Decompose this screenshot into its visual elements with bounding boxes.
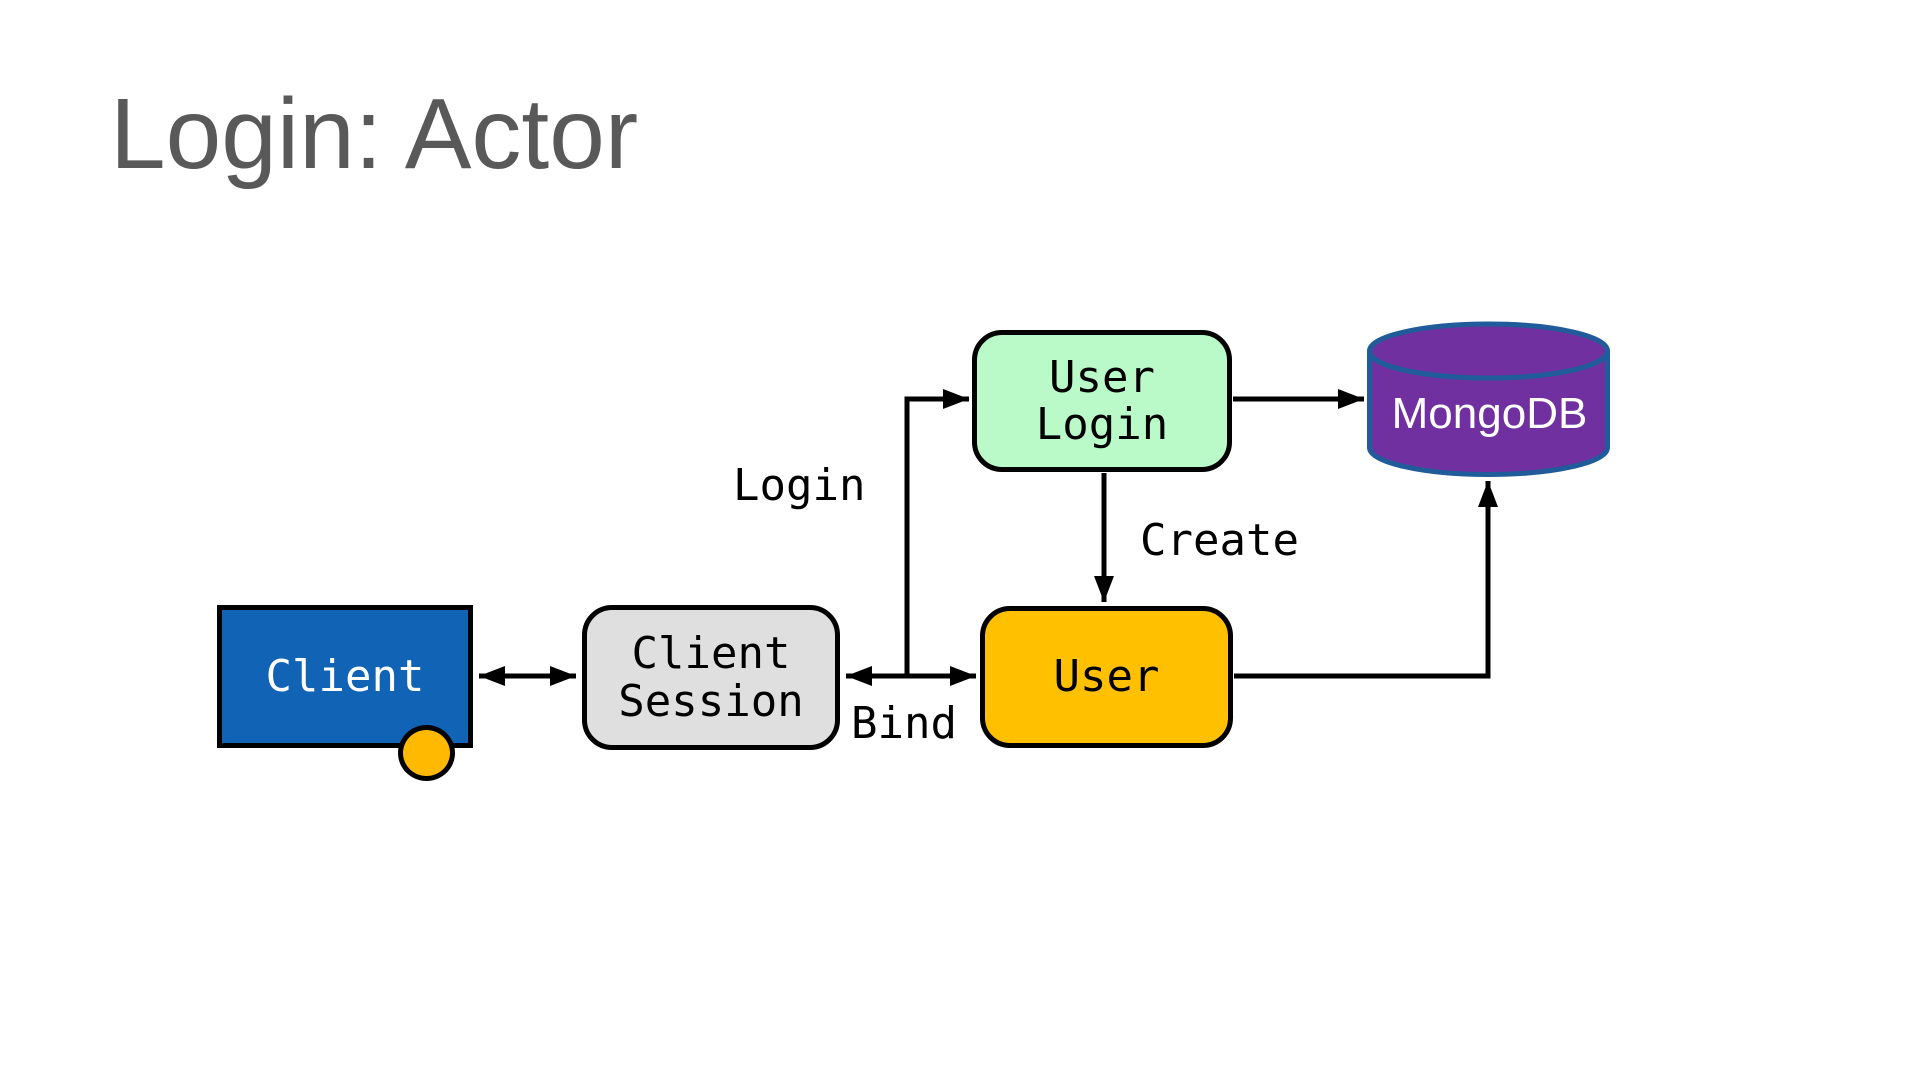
user-login-label-line1: User [1049, 351, 1155, 403]
user-node: User [980, 606, 1233, 748]
edge-login-arrow [904, 389, 969, 676]
slide-title: Login: Actor [110, 78, 639, 190]
client-node-label: Client [265, 650, 425, 702]
mongodb-label: MongoDB [1391, 389, 1588, 438]
client-port-circle [398, 725, 455, 781]
mongodb-cylinder [1367, 321, 1610, 477]
user-login-node: User Login [972, 330, 1232, 472]
client-session-label-line2: Session [618, 675, 804, 727]
user-login-label-line2: Login [1035, 399, 1169, 450]
edge-label-create: Create [1140, 515, 1299, 566]
user-node-label: User [1053, 651, 1160, 703]
client-session-node: Client Session [582, 605, 840, 750]
edge-user-mongodb-arrow [1234, 481, 1498, 679]
edge-label-login: Login [733, 460, 866, 511]
mongodb-cylinder-top [1367, 321, 1610, 381]
edge-label-bind: Bind [851, 698, 957, 749]
client-node: Client [217, 605, 473, 748]
client-session-label-line1: Client [631, 628, 791, 680]
